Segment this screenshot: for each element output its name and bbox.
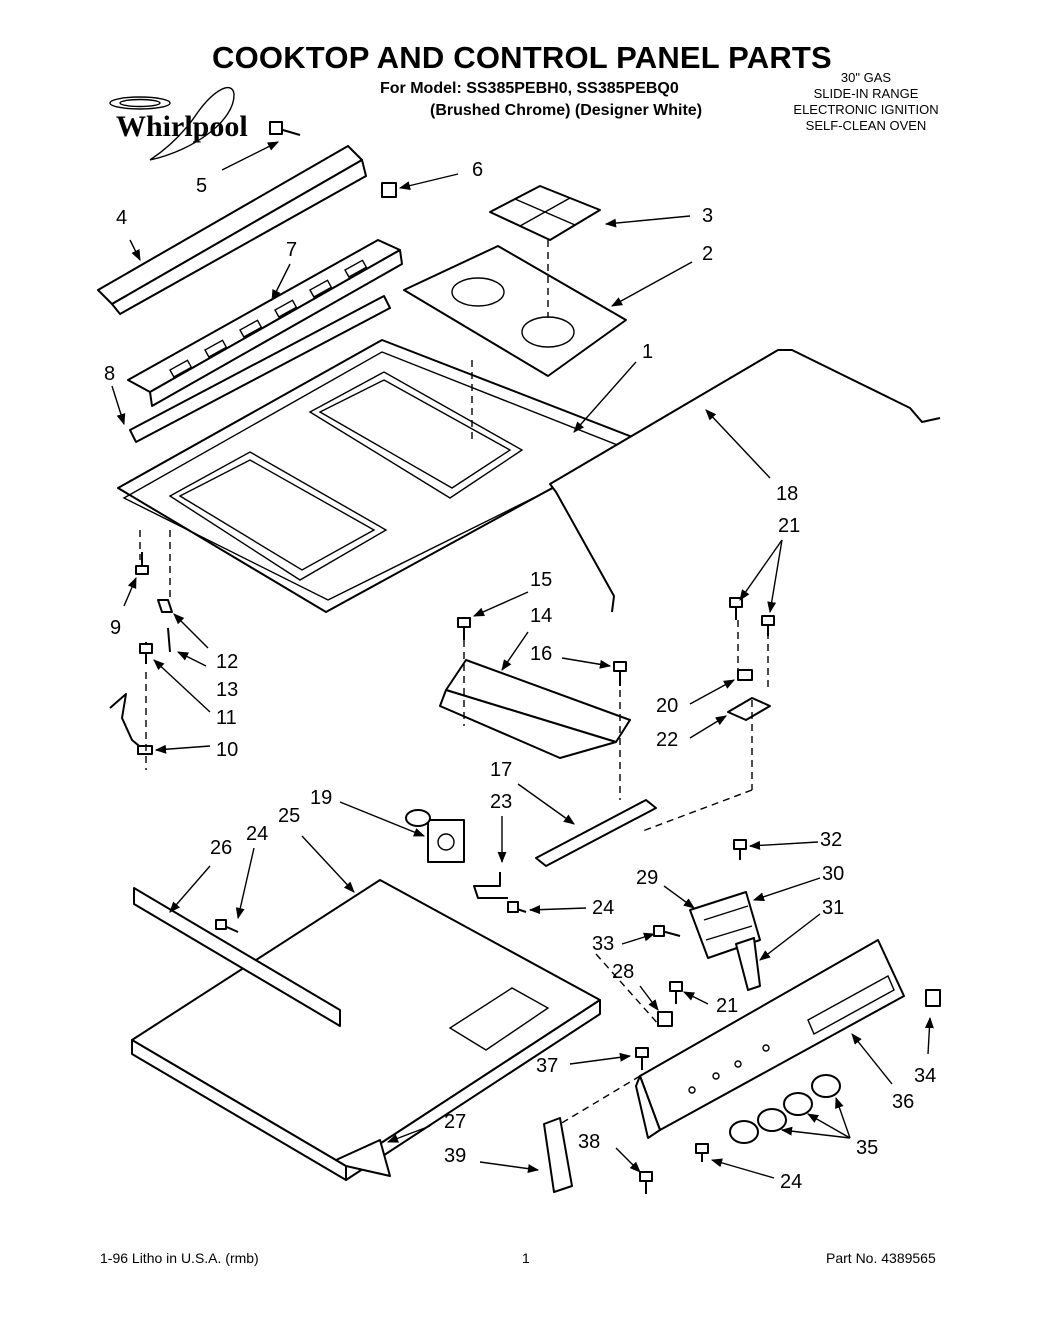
callout-10: 10 [216,739,238,761]
part-side-strip [133,887,341,1027]
callout-labels: 1 2 3 4 5 6 7 8 9 10 11 12 13 14 15 16 1… [104,159,936,1193]
callout-29: 29 [636,867,658,889]
part-strip-8 [129,295,391,443]
callout-12: 12 [216,651,238,673]
callout-32: 32 [820,829,842,851]
part-bracket-14 [439,640,631,759]
spec-line: SLIDE-IN RANGE [813,86,919,101]
callout-27: 27 [444,1111,466,1133]
part-bracket-31 [735,937,761,991]
part-burner-grate [489,185,601,241]
footer-litho: 1-96 Litho in U.S.A. (rmb) [100,1250,259,1266]
part-screw-38 [639,1171,653,1194]
product-spec: 30" GAS SLIDE-IN RANGE ELECTRONIC IGNITI… [776,70,956,134]
callout-20: 20 [656,695,678,717]
brand-logo: Whirlpool [116,110,248,143]
part-knobs [729,1074,841,1144]
part-bottom-tray [131,879,601,1181]
part-clip-12 [157,599,173,613]
callout-24: 24 [780,1171,802,1193]
callout-35: 35 [856,1137,878,1159]
part-screw-24-bottom [695,1143,709,1162]
callout-8: 8 [104,363,115,385]
part-screw-37 [559,1047,649,1125]
callout-1: 1 [642,341,653,363]
spec-line: 30" GAS [840,70,892,85]
callout-9: 9 [110,617,121,639]
footer-part-number: Part No. 4389565 [826,1250,936,1266]
spec-line: SELF-CLEAN OVEN [805,118,927,133]
callout-34: 34 [914,1065,936,1087]
part-screw-11 [139,642,153,664]
part-spark-module-20 [737,620,769,690]
callout-28: 28 [612,961,634,983]
callout-26: 26 [210,837,232,859]
callout-19: 19 [310,787,332,809]
part-electrode [109,672,153,770]
model-line: For Model: SS385PEBH0, SS385PEBQ0 [380,80,679,97]
part-screw-24 [507,901,527,913]
callout-36: 36 [892,1091,914,1113]
part-clip-34 [925,989,941,1007]
leader-lines [111,141,934,1179]
part-pin-13 [167,627,171,653]
part-burner-plate [403,240,627,377]
spec-line: ELECTRONIC IGNITION [793,102,939,117]
callout-5: 5 [196,175,207,197]
callout-21: 21 [716,995,738,1017]
part-screw-21 [729,597,775,636]
part-tube-23 [473,872,508,899]
part-clip-28 [595,953,683,1027]
callout-30: 30 [822,863,844,885]
callout-24: 24 [246,823,268,845]
part-screw-16 [613,661,627,800]
callout-2: 2 [702,243,713,265]
callout-11: 11 [216,707,237,729]
callout-7: 7 [286,239,297,261]
callout-24: 24 [592,897,614,919]
callout-39: 39 [444,1145,466,1167]
callout-15: 15 [530,569,552,591]
part-trim-strip [97,145,367,315]
part-control-panel [635,939,905,1139]
page-title: COOKTOP AND CONTROL PANEL PARTS [212,40,832,75]
part-screw-15 [457,617,471,640]
part-strip-27 [335,1139,391,1177]
callout-18: 18 [776,483,798,505]
callout-6: 6 [472,159,483,181]
part-screw-33 [653,925,681,937]
callout-37: 37 [536,1055,558,1077]
callout-17: 17 [490,759,512,781]
callout-21: 21 [778,515,800,537]
callout-16: 16 [530,643,552,665]
part-bracket-39 [543,1117,573,1193]
callout-23: 23 [490,791,512,813]
callout-13: 13 [216,679,238,701]
callout-38: 38 [578,1131,600,1153]
callout-25: 25 [278,805,300,827]
footer-page-number: 1 [522,1250,530,1266]
callout-14: 14 [530,605,552,627]
callout-33: 33 [592,933,614,955]
brand-swoosh-icon [109,87,235,161]
finish-line: (Brushed Chrome) (Designer White) [430,102,703,119]
part-bracket-22 [639,697,771,833]
part-rod [549,349,941,613]
part-bracket-17 [535,799,657,867]
part-vent-grille [127,239,403,407]
callout-31: 31 [822,897,844,919]
part-valve-19 [405,809,465,863]
callout-22: 22 [656,729,678,751]
part-clip-6 [381,182,397,198]
part-screw-24-left [215,919,239,933]
callout-3: 3 [702,205,713,227]
part-screw-9 [135,552,149,575]
part-screw-5 [269,121,301,136]
part-screw-32 [733,839,747,860]
callout-4: 4 [116,207,127,229]
